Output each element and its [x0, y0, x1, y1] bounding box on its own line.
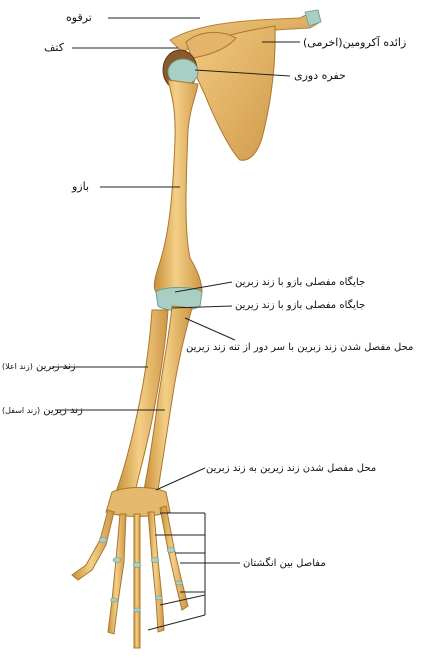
- label-glenoid: حفره دوری: [294, 69, 346, 82]
- label-ulna-name: زند زیرین: [43, 405, 83, 416]
- label-elbow-joint-2: جایگاه مفصلی بازو با زند زیرین: [235, 299, 365, 312]
- label-ulna-note: (زند اسفل): [2, 406, 40, 415]
- humerus-bone: [154, 80, 202, 292]
- label-distal-radioulnar: محل مفصل شدن زند زیرین به زند زبرین: [206, 462, 376, 475]
- label-acromion: زائده آکرومین(اخرمی): [303, 36, 406, 49]
- hand-bones: [72, 506, 188, 648]
- label-radial-head-joint: محل مفصل شدن زند زبرین با سر دور از تنه …: [186, 341, 413, 354]
- label-clavicle: ترقوه: [66, 11, 92, 24]
- finger-joint-cartilage: [99, 538, 183, 613]
- label-elbow-joint-1: جایگاه مفصلی بازو با زند زبرین: [235, 276, 365, 289]
- label-shoulder: کتف: [44, 41, 64, 54]
- label-finger-joints: مفاصل بین انگشتان: [243, 557, 326, 570]
- label-radius-note: (زند اعلا): [2, 362, 33, 371]
- label-radius-name: زند زبرین: [36, 361, 76, 372]
- label-ulna: زند زیرین (زند اسفل): [2, 404, 83, 417]
- label-humerus: بازو: [72, 180, 89, 193]
- label-radius: زند زبرین (زند اعلا): [2, 360, 76, 373]
